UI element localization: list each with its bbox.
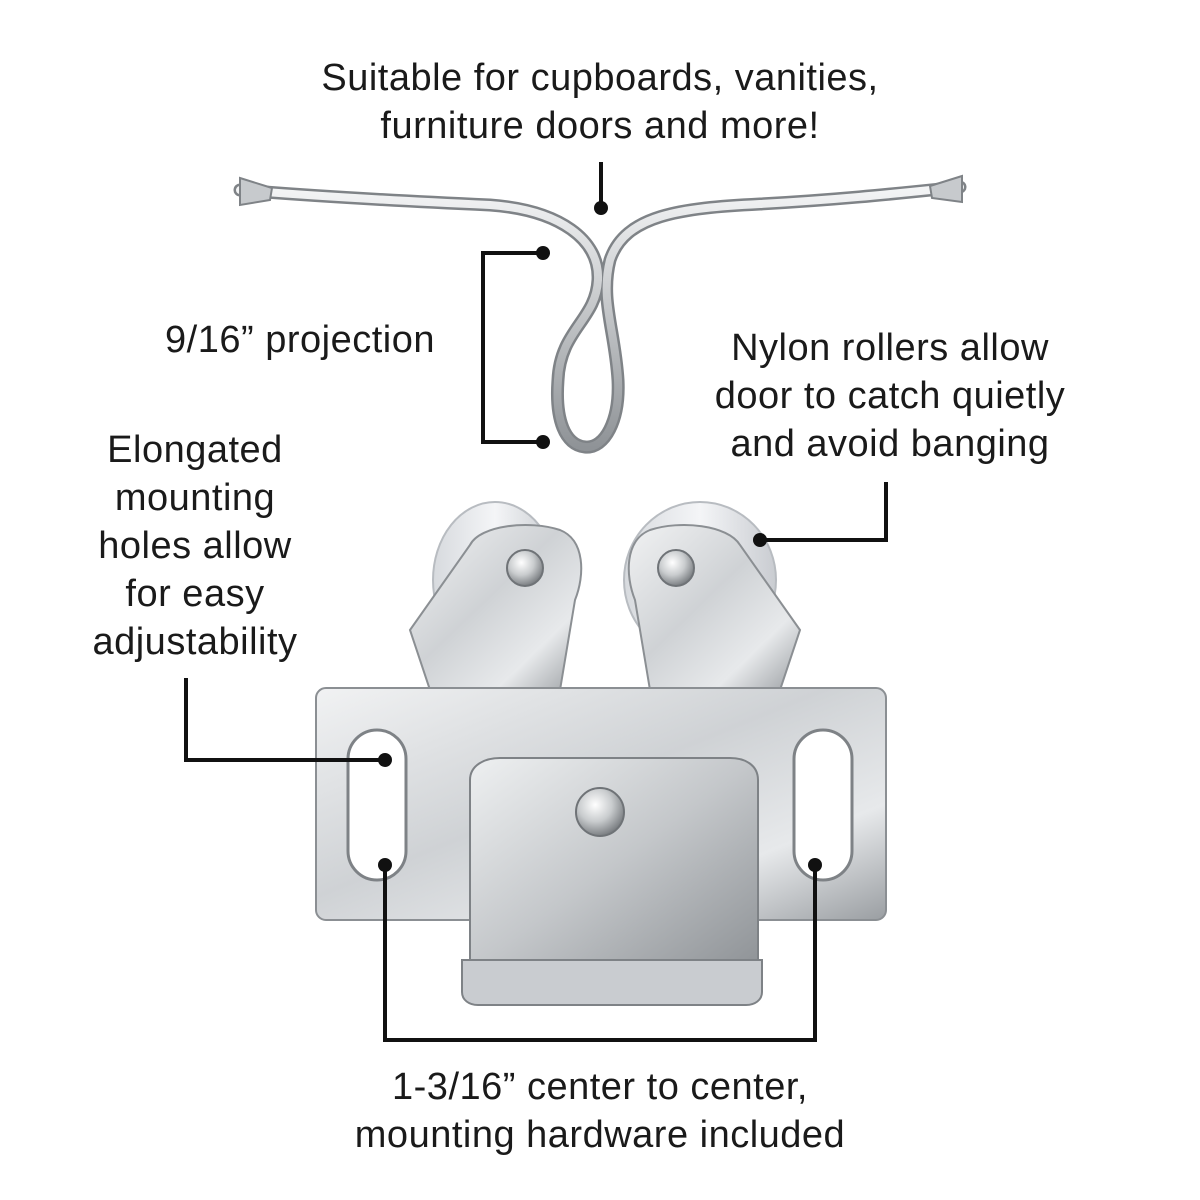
- dot-center-left: [378, 858, 392, 872]
- center-rivet: [575, 787, 625, 837]
- roller-catch: [315, 501, 887, 1006]
- callout-holes-line-5: adjustability: [92, 621, 298, 663]
- callout-holes: Elongated mounting holes allow for easy …: [40, 426, 350, 666]
- center-housing: [469, 757, 759, 971]
- callout-suitable: Suitable for cupboards, vanities, furnit…: [250, 54, 950, 150]
- callout-suitable-line-2: furniture doors and more!: [380, 105, 820, 147]
- spring-strike: [233, 174, 967, 454]
- callout-holes-line-4: for easy: [125, 573, 265, 615]
- dot-projection-bottom: [536, 435, 550, 449]
- leader-dots: [378, 201, 822, 872]
- callout-rollers-line-3: and avoid banging: [730, 423, 1050, 465]
- callout-center: 1-3/16” center to center, mounting hardw…: [250, 1063, 950, 1159]
- callout-holes-line-2: mounting: [114, 477, 276, 519]
- right-mounting-hole: [792, 728, 854, 882]
- callout-holes-line-3: holes allow: [98, 525, 292, 567]
- leader-center: [383, 865, 817, 1042]
- callout-suitable-line-1: Suitable for cupboards, vanities,: [321, 57, 879, 99]
- dot-center-right: [808, 858, 822, 872]
- dot-suitable: [594, 201, 608, 215]
- callout-projection: 9/16” projection: [120, 316, 480, 364]
- leader-projection: [481, 251, 543, 444]
- callout-center-line-2: mounting hardware included: [354, 1114, 846, 1156]
- left-mounting-hole: [346, 728, 408, 882]
- leader-rollers: [760, 482, 888, 542]
- dot-rollers: [753, 533, 767, 547]
- callout-rollers-line-1: Nylon rollers allow: [731, 327, 1049, 369]
- callout-holes-line-1: Elongated: [107, 429, 283, 471]
- dot-projection-top: [536, 246, 550, 260]
- callout-center-line-1: 1-3/16” center to center,: [392, 1066, 808, 1108]
- callout-rollers-line-2: door to catch quietly: [714, 375, 1066, 417]
- dot-holes: [378, 753, 392, 767]
- leader-holes: [184, 678, 385, 762]
- callout-projection-line-1: 9/16” projection: [165, 319, 435, 361]
- callout-rollers: Nylon rollers allow door to catch quietl…: [660, 324, 1120, 468]
- roller-pin: [506, 549, 544, 587]
- leader-lines: [184, 162, 888, 1042]
- roller-pin: [657, 549, 695, 587]
